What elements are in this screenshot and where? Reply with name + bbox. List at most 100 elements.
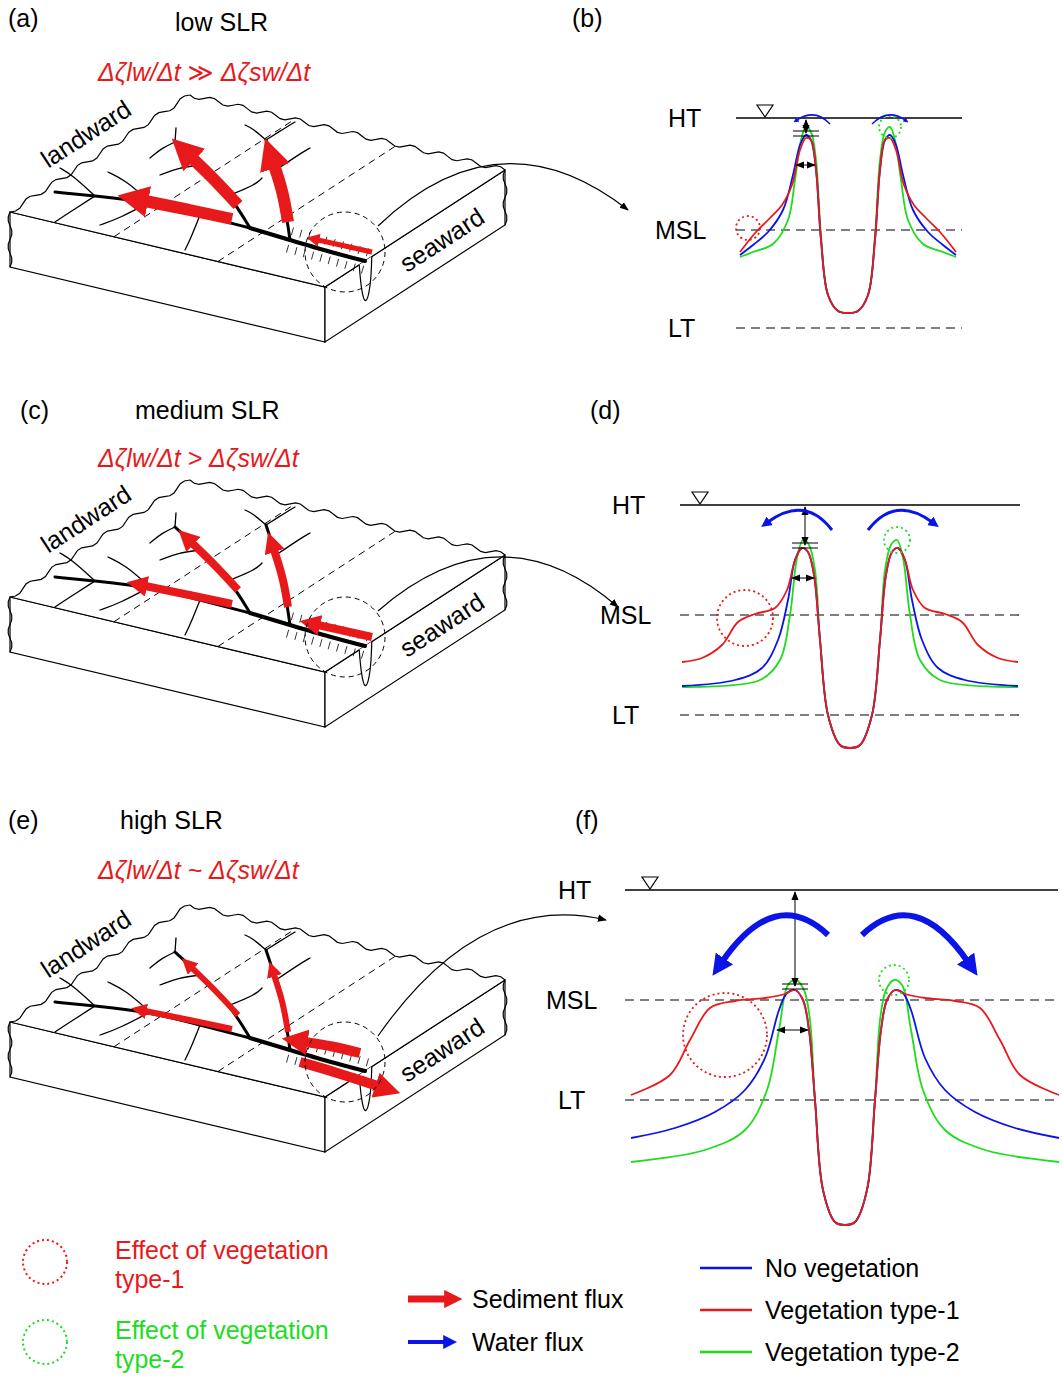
marsh-hatch <box>311 252 313 260</box>
marsh-hatch <box>361 266 363 274</box>
crest-tick <box>792 543 818 544</box>
cut-edge <box>190 480 505 555</box>
direction-label: landward <box>36 904 137 983</box>
marsh-hatch <box>291 612 293 620</box>
tidal-channel <box>150 952 175 968</box>
tidal-channel <box>55 577 250 613</box>
cut-edge <box>8 1022 11 1077</box>
marsh-hatch <box>300 1040 302 1048</box>
rate-relation: Δζlw/Δt ≫ Δζsw/Δt <box>98 58 310 87</box>
water-level-label: HT <box>558 876 591 905</box>
cross-section <box>625 877 1059 1225</box>
legend-circle <box>23 1320 67 1364</box>
tidal-channel <box>60 168 95 196</box>
legend-line <box>700 1309 752 1312</box>
tidal-channel <box>266 525 290 625</box>
scenario-title: high SLR <box>120 806 223 835</box>
tidal-channel <box>245 125 266 140</box>
water-level-symbol <box>692 492 708 504</box>
water-level-label: LT <box>558 1086 585 1115</box>
marsh-hatch <box>328 641 330 649</box>
bed-profile <box>682 548 1018 748</box>
block-diagram <box>8 480 618 727</box>
tidal-channel <box>185 600 200 635</box>
tidal-channel <box>150 142 175 158</box>
tidal-channel <box>266 932 295 950</box>
cut-edge <box>10 905 190 1022</box>
sediment-flux-arrow <box>192 968 238 1015</box>
tidal-channel <box>266 507 295 525</box>
tidal-channel <box>175 128 176 142</box>
width-arrow <box>792 578 814 579</box>
legend-arrow <box>408 1340 446 1344</box>
channel-section <box>359 257 372 301</box>
tidal-channel <box>266 140 290 240</box>
sediment-flux-arrow <box>318 240 372 252</box>
marsh-hatch <box>320 639 322 647</box>
water-level-label: MSL <box>546 986 597 1015</box>
marsh-hatch <box>361 651 363 659</box>
tidal-channel <box>175 938 176 952</box>
high-tide-line <box>736 117 962 119</box>
tidal-channel <box>230 178 262 195</box>
panel-letter: (c) <box>20 396 49 425</box>
water-level-label: MSL <box>655 216 706 245</box>
tidal-channel <box>276 533 310 555</box>
sediment-flux-arrow <box>274 975 288 1032</box>
sediment-flux-arrow <box>274 165 288 222</box>
tidal-channel <box>108 172 150 202</box>
marsh-hatch <box>345 261 347 269</box>
marsh-hatch <box>286 1055 288 1063</box>
marsh-hatch <box>291 227 293 235</box>
crest-tick <box>792 548 818 549</box>
sediment-flux-arrow <box>192 158 238 205</box>
legend-circle <box>23 1240 67 1284</box>
block-edge <box>10 555 505 672</box>
zone-divider <box>114 120 294 237</box>
tidal-channel <box>276 148 310 170</box>
legend-text: Sediment flux <box>472 1285 623 1314</box>
legend-text: Effect of vegetation type-1 <box>115 1236 340 1294</box>
cut-edge <box>503 980 506 1035</box>
marsh-hatch <box>300 615 302 623</box>
cut-edge <box>503 555 506 610</box>
water-flux-arrow <box>768 510 832 530</box>
water-level-label: LT <box>612 701 639 730</box>
marsh-hatch <box>353 263 355 271</box>
tidal-channel <box>100 1012 150 1035</box>
legend-sample <box>408 1342 446 1343</box>
cut-edge <box>10 480 190 597</box>
tide-level-line <box>625 1099 1058 1100</box>
zone-divider <box>218 955 398 1072</box>
legend-sample <box>408 1299 446 1300</box>
block-diagram <box>8 905 606 1152</box>
tidal-channel <box>150 527 175 543</box>
vegetation-effect-circle <box>736 216 760 240</box>
sediment-flux-arrow <box>145 1011 232 1029</box>
block-top-face <box>10 905 505 1097</box>
zone-divider <box>114 930 294 1047</box>
legend-sample <box>700 1268 752 1269</box>
marsh-hatch <box>300 230 302 238</box>
bed-profile <box>740 127 956 313</box>
marsh-hatch <box>328 256 330 264</box>
marsh-hatch <box>336 644 338 652</box>
tide-level-line <box>680 614 1020 615</box>
marsh-hatch <box>353 648 355 656</box>
vegetation-effect-circle <box>879 116 901 138</box>
tidal-channel <box>55 1002 250 1038</box>
tidal-channel <box>230 988 262 1005</box>
water-level-symbol <box>757 105 773 117</box>
tidal-channel <box>185 215 200 250</box>
focus-circle <box>305 597 385 677</box>
tidal-channel <box>266 122 295 140</box>
scenario-title: low SLR <box>175 8 268 37</box>
tidal-channel <box>185 1025 200 1060</box>
block-edge <box>10 980 505 1097</box>
water-level-label: MSL <box>600 601 651 630</box>
cut-edge <box>190 95 505 170</box>
tidal-channel <box>175 513 176 527</box>
bed-profile <box>740 135 956 313</box>
crest-tick <box>793 131 819 132</box>
